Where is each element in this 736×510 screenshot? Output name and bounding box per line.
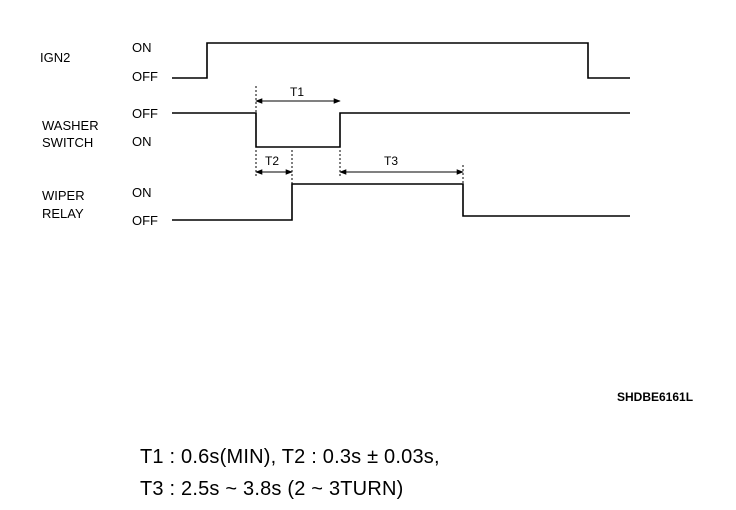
ign2-label: IGN2 xyxy=(40,50,70,65)
ign2-on-label: ON xyxy=(132,40,152,55)
ign2-waveform xyxy=(172,42,630,79)
washer-switch-label-line2: SWITCH xyxy=(42,135,93,150)
washer-switch-waveform xyxy=(172,112,630,148)
washer-on-label: ON xyxy=(132,134,152,149)
t1-label: T1 xyxy=(290,85,304,99)
wiper-off-label: OFF xyxy=(132,213,158,228)
t3-label: T3 xyxy=(384,154,398,168)
wiper-on-label: ON xyxy=(132,185,152,200)
washer-switch-label-line1: WASHER xyxy=(42,118,99,133)
ign2-off-label: OFF xyxy=(132,69,158,84)
figure-code: SHDBE6161L xyxy=(617,390,693,404)
timing-note-line2: T3 : 2.5s ~ 3.8s (2 ~ 3TURN) xyxy=(140,478,404,500)
washer-off-label: OFF xyxy=(132,106,158,121)
t2-label: T2 xyxy=(265,154,279,168)
timing-note-line1: T1 : 0.6s(MIN), T2 : 0.3s ± 0.03s, xyxy=(140,446,440,468)
wiper-relay-waveform xyxy=(172,183,630,221)
wiper-relay-label-line2: RELAY xyxy=(42,206,84,221)
wiper-relay-label-line1: WIPER xyxy=(42,188,85,203)
